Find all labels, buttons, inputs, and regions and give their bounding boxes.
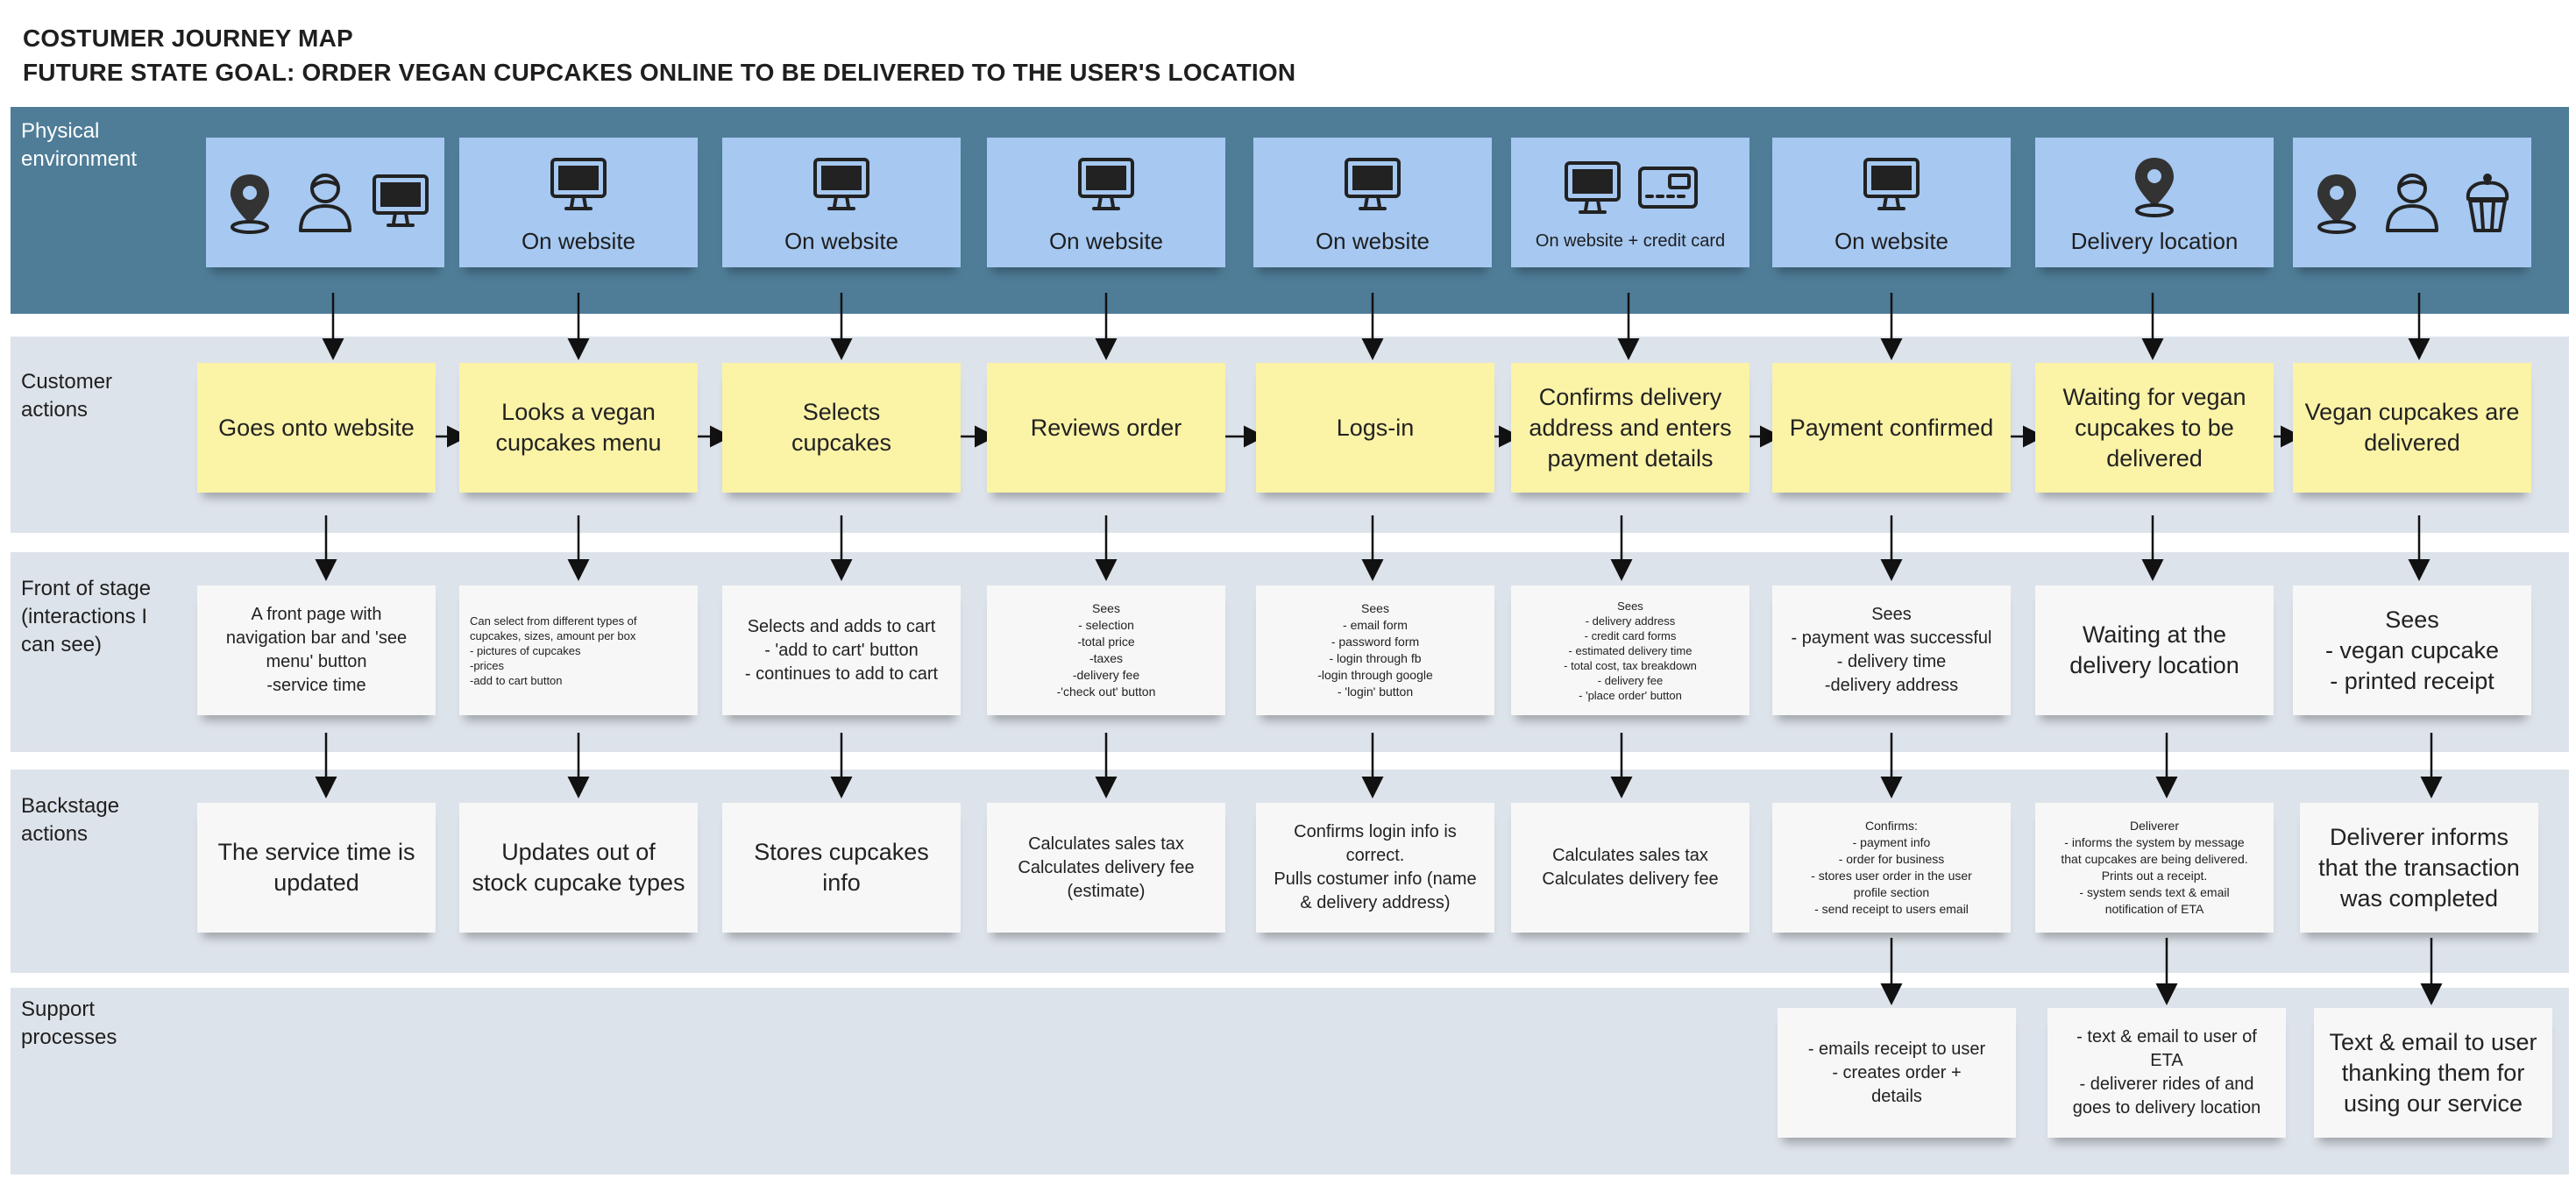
physical-label: On website: [1048, 227, 1164, 254]
physical-icons: [2123, 151, 2186, 221]
customer-action-note: Confirms delivery address and enters pay…: [1511, 363, 1749, 493]
physical-icons: [1075, 151, 1138, 221]
monitor-icon: [550, 157, 607, 210]
monitor-icon: [1565, 160, 1621, 214]
page-subtitle: FUTURE STATE GOAL: ORDER VEGAN CUPCAKES …: [23, 59, 1296, 86]
front-stage-note: Sees - payment was successful - delivery…: [1772, 585, 2011, 715]
physical-icons: [1341, 151, 1404, 221]
person-icon: [299, 174, 351, 232]
location-pin-icon: [231, 174, 269, 234]
backstage-note: Calculates sales tax Calculates delivery…: [987, 803, 1225, 933]
lane-label-support: Support processes: [21, 997, 117, 1049]
physical-icons: [1860, 151, 1923, 221]
front-stage-note: Sees - email form - password form - logi…: [1256, 585, 1494, 715]
monitor-icon: [813, 157, 869, 210]
physical-label: On website: [521, 227, 636, 254]
customer-action-note: Payment confirmed: [1772, 363, 2011, 493]
physical-label: On website: [1834, 227, 1949, 254]
person-icon: [2386, 174, 2438, 232]
front-stage-note: Sees - vegan cupcake - printed receipt: [2293, 585, 2531, 715]
backstage-note: Deliverer - informs the system by messag…: [2035, 803, 2274, 933]
monitor-icon: [1345, 157, 1401, 210]
physical-label: Delivery location: [2070, 227, 2239, 254]
front-stage-note: Waiting at the delivery location: [2035, 585, 2274, 715]
physical-icons: [1561, 154, 1700, 224]
physical-note-4: On website: [987, 138, 1225, 267]
physical-label: On website + credit card: [1535, 231, 1726, 251]
customer-action-note: Waiting for vegan cupcakes to be deliver…: [2035, 363, 2274, 493]
physical-note-5: On website: [1253, 138, 1492, 267]
backstage-note: Confirms login info is correct. Pulls co…: [1256, 803, 1494, 933]
physical-note-2: On website: [459, 138, 698, 267]
customer-action-note: Logs-in: [1256, 363, 1494, 493]
physical-note-7: On website: [1772, 138, 2011, 267]
physical-label: On website: [1315, 227, 1430, 254]
location-pin-icon: [2135, 157, 2174, 217]
backstage-note: Deliverer informs that the transaction w…: [2300, 803, 2538, 933]
front-stage-note: Sees - delivery address - credit card fo…: [1511, 585, 1749, 715]
front-stage-note: Selects and adds to cart - 'add to cart'…: [722, 585, 961, 715]
monitor-icon: [1078, 157, 1134, 210]
lane-label-front: Front of stage (interactions I can see): [21, 577, 152, 656]
physical-icons: [2305, 167, 2519, 238]
physical-icons: [218, 167, 432, 238]
physical-icons: [810, 151, 873, 221]
customer-action-note: Looks a vegan cupcakes menu: [459, 363, 698, 493]
customer-action-note: Reviews order: [987, 363, 1225, 493]
monitor-icon: [1863, 157, 1920, 210]
front-stage-note: Can select from different types of cupca…: [459, 585, 698, 715]
physical-note-8: Delivery location: [2035, 138, 2274, 267]
cupcake-icon: [2466, 174, 2509, 232]
location-pin-icon: [2317, 174, 2356, 234]
physical-note-9: [2293, 138, 2531, 267]
backstage-note: Updates out of stock cupcake types: [459, 803, 698, 933]
support-note: Text & email to user thanking them for u…: [2314, 1008, 2552, 1138]
physical-icons: [547, 151, 610, 221]
front-stage-note: A front page with navigation bar and 'se…: [197, 585, 436, 715]
physical-note-3: On website: [722, 138, 961, 267]
page-title: COSTUMER JOURNEY MAP: [23, 25, 353, 52]
physical-note-1: [206, 138, 444, 267]
customer-action-note: Selects cupcakes: [722, 363, 961, 493]
front-stage-note: Sees - selection -total price -taxes -de…: [987, 585, 1225, 715]
physical-note-6: On website + credit card: [1511, 138, 1749, 267]
lane-label-physical: Physical environment: [21, 119, 138, 171]
backstage-note: Confirms: - payment info - order for bus…: [1772, 803, 2011, 933]
lane-label-backstage: Backstage actions: [21, 794, 120, 846]
backstage-note: Calculates sales tax Calculates delivery…: [1511, 803, 1749, 933]
lane-label-customer: Customer actions: [21, 370, 113, 422]
customer-action-note: Goes onto website: [197, 363, 436, 493]
credit-card-icon: [1638, 166, 1698, 209]
physical-label: On website: [784, 227, 899, 254]
support-note: - text & email to user of ETA - delivere…: [2047, 1008, 2286, 1138]
backstage-note: Stores cupcakes info: [722, 803, 961, 933]
customer-action-note: Vegan cupcakes are delivered: [2293, 363, 2531, 493]
backstage-note: The service time is updated: [197, 803, 436, 933]
monitor-icon: [373, 174, 429, 227]
support-note: - emails receipt to user - creates order…: [1778, 1008, 2016, 1138]
